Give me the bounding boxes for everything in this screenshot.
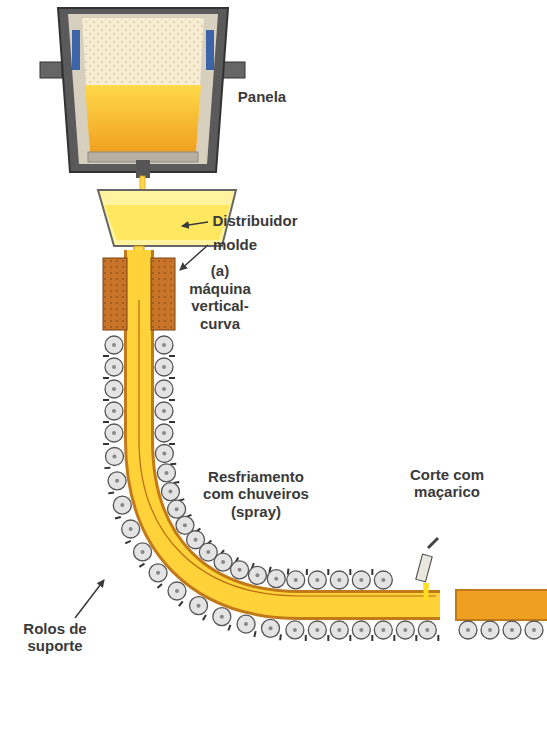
support-roll: [286, 621, 304, 639]
support-roll: [308, 571, 326, 589]
support-roll: [105, 402, 123, 420]
support-roll: [231, 561, 249, 579]
support-roll: [374, 571, 392, 589]
leader-line: [75, 580, 104, 618]
support-roll: [155, 336, 173, 354]
support-roll: [105, 447, 123, 465]
support-roll: [418, 621, 436, 639]
support-roll: [155, 424, 173, 442]
torch-label: Corte com maçarico: [404, 466, 490, 501]
ladle-label: Panela: [232, 88, 292, 105]
support-roll: [262, 619, 280, 637]
support-roll: [108, 472, 126, 490]
mould-label: molde: [210, 236, 260, 253]
support-roll: [134, 543, 152, 561]
support-roll: [105, 380, 123, 398]
leader-line: [182, 222, 208, 226]
support-roll: [214, 553, 232, 571]
cutting-torch: [416, 538, 438, 600]
support-roll: [149, 564, 167, 582]
support-roll: [155, 402, 173, 420]
support-roll: [155, 358, 173, 376]
support-roll: [190, 597, 208, 615]
support-roll: [503, 621, 521, 639]
support-roll: [308, 621, 326, 639]
support-roll: [122, 520, 140, 538]
support-roll: [352, 621, 370, 639]
support-roll: [287, 571, 305, 589]
support-roll: [155, 444, 173, 462]
support-roll: [248, 566, 266, 584]
support-roll: [330, 571, 348, 589]
support-roll: [330, 621, 348, 639]
support-roll: [237, 615, 255, 633]
tundish-label: Distribuidor: [210, 212, 300, 229]
support-roll: [105, 424, 123, 442]
machine-type-label: máquina vertical-curva: [182, 280, 258, 332]
support-roll: [105, 358, 123, 376]
ladle: [40, 8, 245, 178]
support-roll: [113, 496, 131, 514]
support-roll: [161, 483, 179, 501]
support-roll: [213, 608, 231, 626]
support-roll: [267, 570, 285, 588]
steel-strand: [139, 250, 547, 620]
support-roll: [459, 621, 477, 639]
support-roll: [352, 571, 370, 589]
leader-line: [180, 245, 208, 270]
support-roll: [157, 464, 175, 482]
support-roll: [168, 582, 186, 600]
support-roll: [481, 621, 499, 639]
rolls-label: Rolos de suporte: [14, 620, 96, 655]
support-roll: [155, 380, 173, 398]
support-roll: [525, 621, 543, 639]
support-roll: [374, 621, 392, 639]
support-roll: [396, 621, 414, 639]
mould: [103, 258, 127, 330]
support-roll: [168, 500, 186, 518]
spray-label: Resfriamento com chuveiros (spray): [196, 468, 316, 520]
support-roll: [105, 336, 123, 354]
figure-letter: (a): [200, 262, 240, 279]
